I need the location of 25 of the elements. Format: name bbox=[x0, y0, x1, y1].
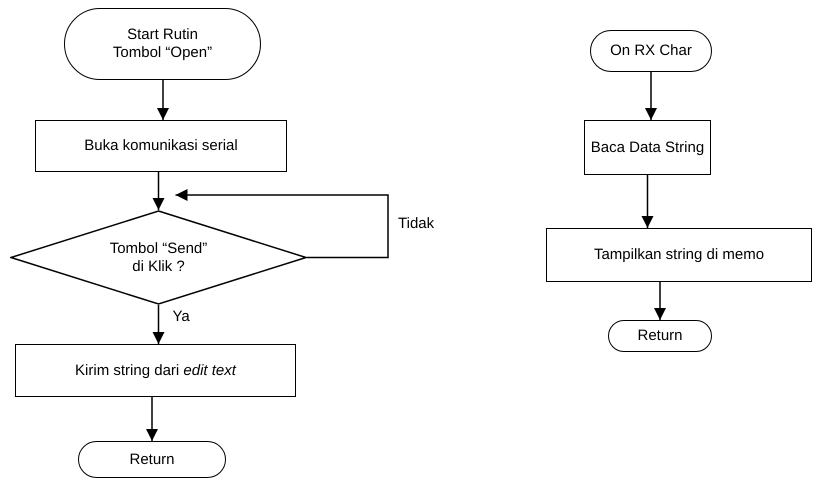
node-label: Buka komunikasi serial bbox=[84, 137, 238, 155]
node-label: Baca Data String bbox=[590, 138, 704, 156]
process-box bbox=[35, 120, 287, 172]
arrow bbox=[157, 80, 169, 120]
node-label: Kirim string dari edit text bbox=[75, 362, 236, 380]
terminal-box bbox=[590, 30, 712, 72]
terminal-box bbox=[78, 441, 226, 478]
process-box bbox=[546, 228, 812, 282]
arrow bbox=[645, 72, 657, 120]
terminal-box bbox=[608, 320, 712, 352]
node-label: Tampilkan string di memo bbox=[594, 246, 764, 264]
process-box bbox=[584, 120, 711, 175]
process-box bbox=[15, 344, 296, 397]
decision-diamond bbox=[10, 210, 307, 305]
node-label: On RX Char bbox=[610, 42, 692, 60]
arrow bbox=[152, 305, 164, 344]
node-label: Tombol “Send” di Klik ? bbox=[108, 240, 208, 276]
arrow bbox=[176, 189, 389, 258]
node-label: Return bbox=[637, 327, 683, 345]
node-label: Return bbox=[129, 450, 175, 468]
arrow bbox=[654, 282, 666, 320]
arrow bbox=[152, 172, 164, 210]
arrow bbox=[642, 175, 654, 228]
node-label: Start Rutin Tombol “Open” bbox=[112, 26, 214, 62]
arrow bbox=[146, 397, 158, 441]
